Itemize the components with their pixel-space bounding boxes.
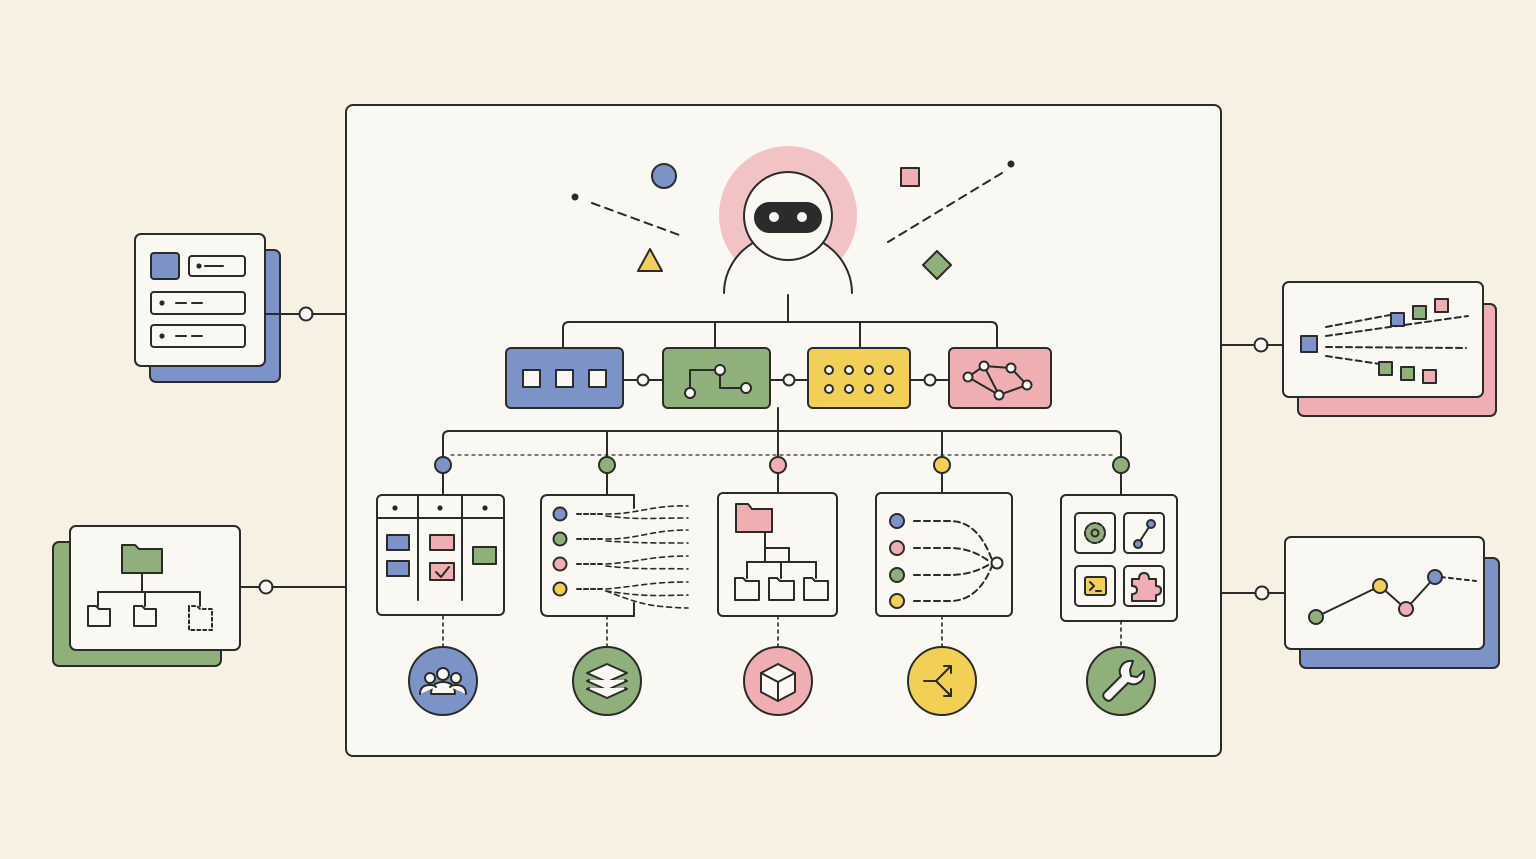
puzzle-icon <box>1131 572 1162 602</box>
connector-left-bottom <box>239 579 347 595</box>
robot-agent-icon <box>719 146 857 294</box>
cube-icon <box>743 646 813 716</box>
subpanel-fan-out-list <box>540 494 689 617</box>
kanban-board-icon <box>376 494 505 601</box>
badge-row <box>408 615 1156 716</box>
merge-flow-icon <box>889 513 1004 609</box>
wrench-icon <box>1086 646 1156 716</box>
connector-node-pink <box>769 456 787 474</box>
dot-grid-icon <box>824 365 894 394</box>
circle-shape-icon <box>651 163 677 189</box>
connector-node-green-2 <box>1112 456 1130 474</box>
node-graph-icon <box>962 360 1033 401</box>
decorations <box>571 160 1015 280</box>
subpanel-merge-flow <box>875 492 1013 617</box>
subpanel-connectors <box>434 407 1130 496</box>
side-card-folder-hierarchy <box>52 525 241 667</box>
connector-node-green <box>598 456 616 474</box>
agent-connectors <box>562 294 998 349</box>
folder-hierarchy-icon <box>87 544 213 631</box>
connector-right-bottom <box>1220 585 1286 601</box>
tools-grid-icon <box>1074 512 1165 607</box>
terminal-icon <box>1084 576 1107 596</box>
team-icon <box>408 646 478 716</box>
connector-node-yellow <box>933 456 951 474</box>
side-card-line-trend <box>1284 536 1500 669</box>
layers-icon <box>572 646 642 716</box>
side-card-dispatch-stream <box>1282 281 1497 417</box>
side-card-form-list <box>134 233 281 383</box>
fan-out-list-icon <box>552 505 689 609</box>
module-node-graph <box>948 347 1052 409</box>
triangle-shape-icon <box>637 248 663 272</box>
three-squares-icon <box>522 369 607 388</box>
subpanel-kanban <box>376 494 505 616</box>
module-branch-path <box>662 347 771 409</box>
fork-arrows-icon <box>907 646 977 716</box>
folder-tree-icon <box>734 503 829 601</box>
module-three-squares <box>505 347 624 409</box>
module-row <box>505 347 1052 409</box>
link-nodes-icon <box>1133 519 1156 549</box>
connector-right-top <box>1220 337 1284 353</box>
branch-path-icon <box>684 364 752 399</box>
subpanel-tools-grid <box>1060 494 1178 622</box>
module-dot-grid <box>807 347 911 409</box>
dispatch-stream-icon <box>1300 298 1469 384</box>
connector-node-blue <box>434 456 452 474</box>
square-shape-icon <box>900 167 920 187</box>
line-trend-icon <box>1308 569 1477 625</box>
subpanel-folder-tree <box>717 492 838 617</box>
gear-icon <box>1084 522 1106 544</box>
connector-left-top <box>264 306 347 322</box>
diamond-shape-icon <box>922 250 952 280</box>
form-list-icon <box>150 252 246 348</box>
